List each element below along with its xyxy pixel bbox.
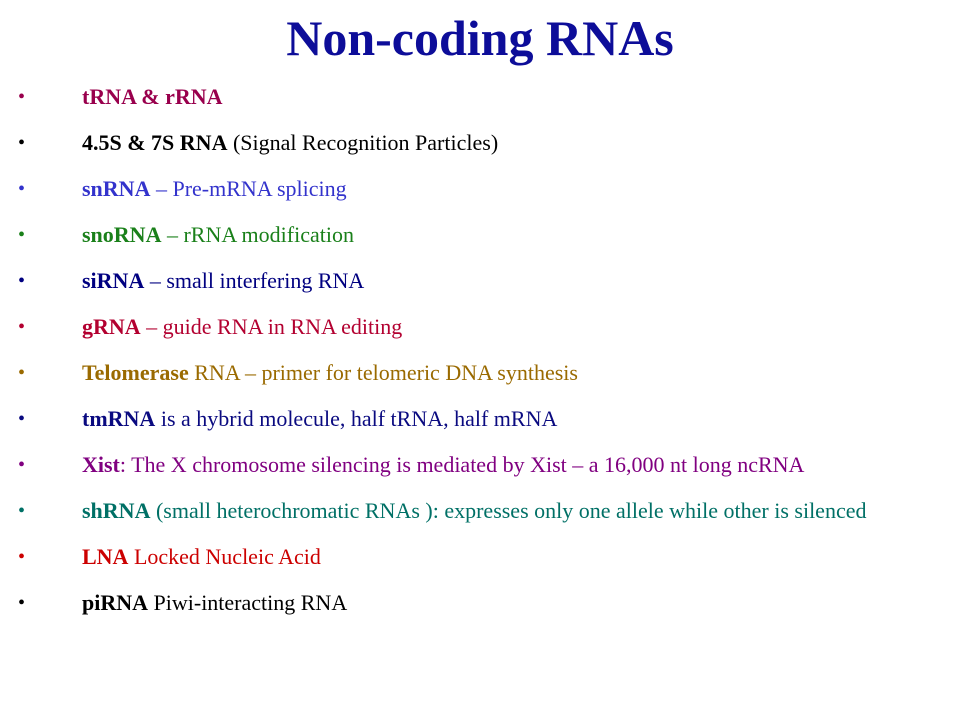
bullet-term: snoRNA [82,222,162,247]
bullet-term: shRNA [82,498,151,523]
bullet-list: • tRNA & rRNA • 4.5S & 7S RNA (Signal Reco… [0,78,960,630]
bullet-item: • piRNA Piwi-interacting RNA [0,584,960,622]
bullet-item: • siRNA – small interfering RNA [0,262,960,300]
bullet-item: • LNA Locked Nucleic Acid [0,538,960,576]
bullet-dot: • [18,178,26,200]
bullet-text: is a hybrid molecule, half tRNA, half mR… [155,406,558,431]
bullet-term: piRNA [82,590,149,615]
bullet-term: siRNA [82,268,145,293]
bullet-dot: • [18,86,26,108]
bullet-dot: • [18,362,26,384]
bullet-text: – guide RNA in RNA editing [140,314,403,339]
bullet-text: – Pre-mRNA splicing [150,176,347,201]
bullet-dot: • [18,316,26,338]
bullet-item: • Xist: The X chromosome silencing is med… [0,446,960,484]
bullet-dot: • [18,546,26,568]
bullet-dot: • [18,592,26,614]
bullet-term: tmRNA [82,406,156,431]
bullet-dot: • [18,132,26,154]
slide-title: Non-coding RNAs [286,10,674,66]
bullet-text: (small heterochromatic RNAs ): expresses… [150,498,867,523]
bullet-dot: • [18,454,26,476]
bullet-term: LNA [82,544,129,569]
bullet-text: (Signal Recognition Particles) [227,130,499,155]
bullet-item: • tmRNA is a hybrid molecule, half tRNA, … [0,400,960,438]
bullet-item: • snoRNA – rRNA modification [0,216,960,254]
bullet-text: Locked Nucleic Acid [128,544,321,569]
bullet-term: tRNA & rRNA [82,84,223,109]
bullet-text: : The X chromosome silencing is mediated… [119,452,805,477]
bullet-item: • 4.5S & 7S RNA (Signal Recognition Parti… [0,124,960,162]
bullet-item: • gRNA – guide RNA in RNA editing [0,308,960,346]
bullet-term: 4.5S & 7S RNA [82,130,228,155]
bullet-term: snRNA [82,176,151,201]
bullet-term: Xist [82,452,120,477]
bullet-item: • shRNA (small heterochromatic RNAs ): ex… [0,492,960,530]
bullet-text: RNA – primer for telomeric DNA synthesis [188,360,578,385]
bullet-dot: • [18,500,26,522]
bullet-dot: • [18,408,26,430]
bullet-dot: • [18,224,26,246]
bullet-text: Piwi-interacting RNA [148,590,348,615]
bullet-dot: • [18,270,26,292]
bullet-text: – rRNA modification [161,222,354,247]
bullet-item: • Telomerase RNA – primer for telomeric D… [0,354,960,392]
bullet-term: Telomerase [82,360,189,385]
bullet-term: gRNA [82,314,141,339]
bullet-text: – small interfering RNA [144,268,365,293]
bullet-item: • tRNA & rRNA [0,78,960,116]
bullet-item: • snRNA – Pre-mRNA splicing [0,170,960,208]
